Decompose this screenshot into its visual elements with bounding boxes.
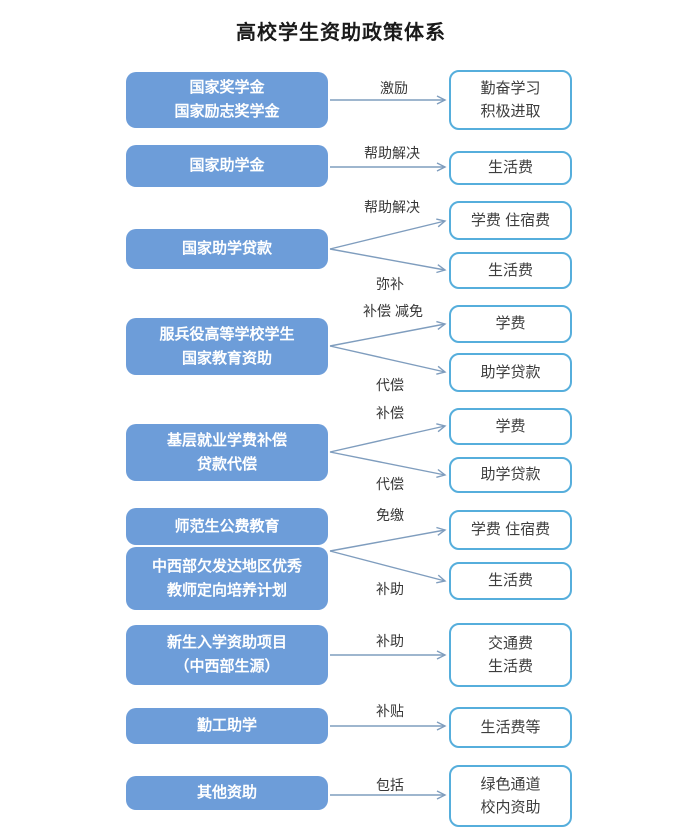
policy-box-free-teacher-education: 师范生公费教育: [126, 508, 328, 545]
benefit-box-tuition-housing-1: 学费 住宿费: [449, 201, 572, 240]
policy-box-central-west-teacher-plan: 中西部欠发达地区优秀 教师定向培养计划: [126, 547, 328, 610]
edge-label-compensate: 补偿: [376, 405, 404, 421]
edge-label-repay-1: 代偿: [376, 377, 404, 393]
benefit-box-living-expenses-1: 生活费: [449, 151, 572, 185]
edge-label-help-solve-2: 帮助解决: [364, 199, 420, 215]
policy-box-student-loan: 国家助学贷款: [126, 229, 328, 269]
edge-label-exempt: 免缴: [376, 507, 404, 523]
edge-label-subsidy-1: 补助: [376, 581, 404, 597]
policy-box-other-aid: 其他资助: [126, 776, 328, 810]
benefit-box-transport-living: 交通费 生活费: [449, 623, 572, 687]
edge-label-incentive: 激励: [380, 80, 408, 96]
benefit-box-green-channel: 绿色通道 校内资助: [449, 765, 572, 827]
policy-box-military-service-aid: 服兵役高等学校学生 国家教育资助: [126, 318, 328, 375]
benefit-box-tuition-2: 学费: [449, 408, 572, 445]
benefit-box-living-etc: 生活费等: [449, 707, 572, 748]
policy-box-work-study: 勤工助学: [126, 708, 328, 744]
benefit-box-tuition-housing-2: 学费 住宿费: [449, 510, 572, 550]
edge-label-repay-2: 代偿: [376, 476, 404, 492]
benefit-box-student-loan-2: 助学贷款: [449, 457, 572, 493]
policy-box-national-scholarship: 国家奖学金 国家励志奖学金: [126, 72, 328, 128]
edge-label-subsidy-2: 补助: [376, 633, 404, 649]
edge-label-include: 包括: [376, 777, 404, 793]
edge-label-compensate-waive: 补偿 减免: [363, 303, 423, 319]
benefit-box-living-expenses-2: 生活费: [449, 252, 572, 289]
benefit-box-tuition-1: 学费: [449, 305, 572, 343]
edge-label-help-solve-1: 帮助解决: [364, 145, 420, 161]
benefit-box-living-expenses-3: 生活费: [449, 562, 572, 600]
policy-box-national-grant: 国家助学金: [126, 145, 328, 187]
policy-box-grassroots-employment: 基层就业学费补偿 贷款代偿: [126, 424, 328, 481]
policy-box-freshman-aid: 新生入学资助项目 （中西部生源）: [126, 625, 328, 685]
benefit-box-diligent-study: 勤奋学习 积极进取: [449, 70, 572, 130]
edge-label-supplement: 弥补: [376, 276, 404, 292]
benefit-box-student-loan-1: 助学贷款: [449, 353, 572, 392]
edge-label-allowance: 补贴: [376, 703, 404, 719]
diagram-title: 高校学生资助政策体系: [236, 22, 446, 44]
